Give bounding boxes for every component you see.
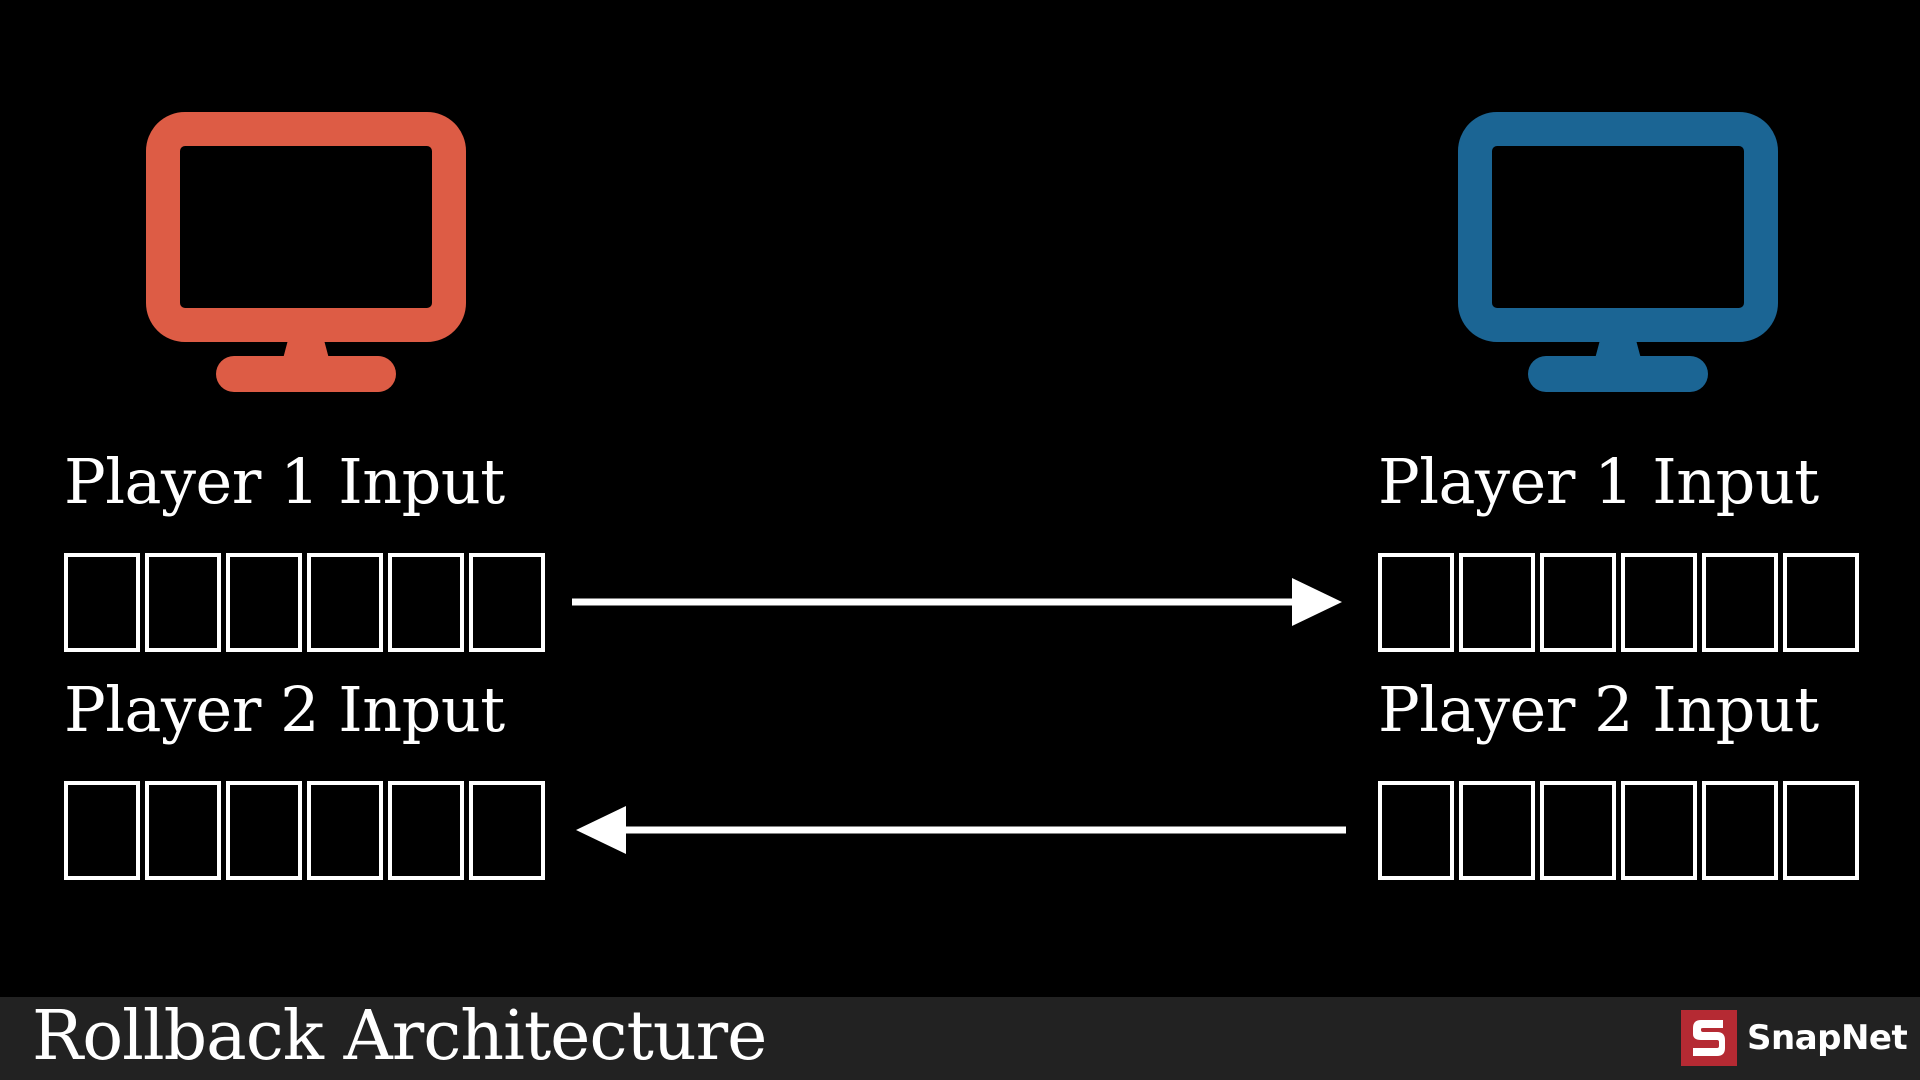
left-monitor-icon: [146, 112, 466, 394]
input-buffer-slot: [1378, 781, 1454, 880]
input-buffer-slot: [388, 781, 464, 880]
monitor-icon: [1458, 112, 1778, 392]
input-buffer-slot: [145, 553, 221, 652]
right-monitor-icon: [1458, 112, 1778, 394]
left-player1-label: Player 1 Input: [64, 445, 505, 518]
input-buffer-slot: [1783, 781, 1859, 880]
input-buffer-slot: [1783, 553, 1859, 652]
input-buffer-slot: [1702, 553, 1778, 652]
input-buffer-slot: [145, 781, 221, 880]
arrow-right-icon: [572, 578, 1342, 626]
input-buffer-slot: [1540, 781, 1616, 880]
input-buffer-slot: [307, 553, 383, 652]
input-buffer-slot: [1621, 553, 1697, 652]
snapnet-logo-icon: [1681, 1010, 1737, 1066]
left-player1-input-buffer: [64, 553, 545, 652]
left-player2-input-buffer: [64, 781, 545, 880]
right-player1-input-buffer: [1378, 553, 1859, 652]
input-buffer-slot: [307, 781, 383, 880]
input-buffer-slot: [1621, 781, 1697, 880]
input-buffer-slot: [1540, 553, 1616, 652]
input-buffer-slot: [388, 553, 464, 652]
input-buffer-slot: [226, 781, 302, 880]
right-player1-label: Player 1 Input: [1378, 445, 1819, 518]
input-buffer-slot: [64, 553, 140, 652]
right-player2-label: Player 2 Input: [1378, 673, 1819, 746]
input-buffer-slot: [1378, 553, 1454, 652]
footer-bar: Rollback Architecture SnapNet: [0, 997, 1920, 1080]
right-player2-input-buffer: [1378, 781, 1859, 880]
brand: SnapNet: [1681, 1010, 1908, 1066]
arrow-left-icon: [576, 806, 1346, 854]
brand-name: SnapNet: [1747, 1018, 1908, 1058]
left-player2-label: Player 2 Input: [64, 673, 505, 746]
input-buffer-slot: [1459, 781, 1535, 880]
input-buffer-slot: [1702, 781, 1778, 880]
slide-title: Rollback Architecture: [32, 997, 767, 1076]
input-buffer-slot: [64, 781, 140, 880]
input-buffer-slot: [469, 781, 545, 880]
input-buffer-slot: [469, 553, 545, 652]
monitor-icon: [146, 112, 466, 392]
input-buffer-slot: [1459, 553, 1535, 652]
input-buffer-slot: [226, 553, 302, 652]
snapnet-s-glyph-icon: [1693, 1020, 1725, 1056]
